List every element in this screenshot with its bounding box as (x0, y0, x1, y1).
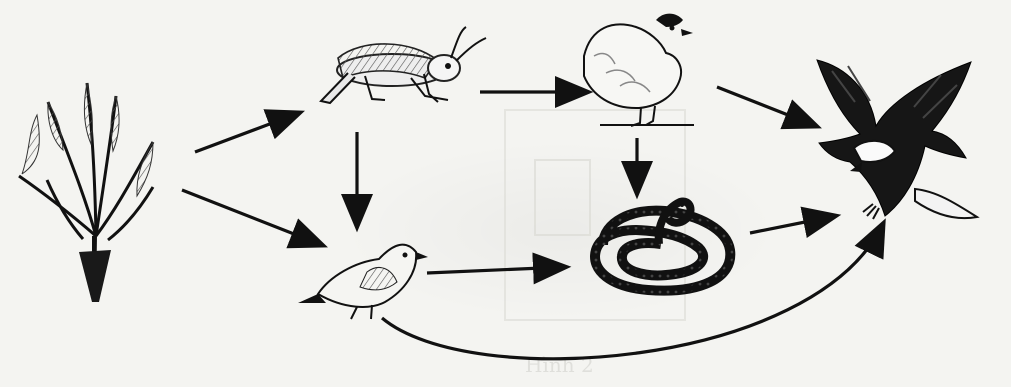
arrow-rice-grasshopper (195, 113, 299, 152)
snake-icon (595, 202, 730, 291)
arrow-chicken-eagle (717, 87, 816, 126)
arrow-snake-eagle (750, 216, 835, 233)
sparrow-icon (298, 245, 428, 319)
arrow-rice-sparrow (182, 190, 322, 245)
grasshopper-icon (321, 27, 486, 103)
arrow-sparrow-snake (427, 267, 565, 273)
eagle-icon (817, 60, 977, 219)
food-web-arrows (182, 87, 883, 359)
rice-plant-icon (19, 83, 153, 302)
